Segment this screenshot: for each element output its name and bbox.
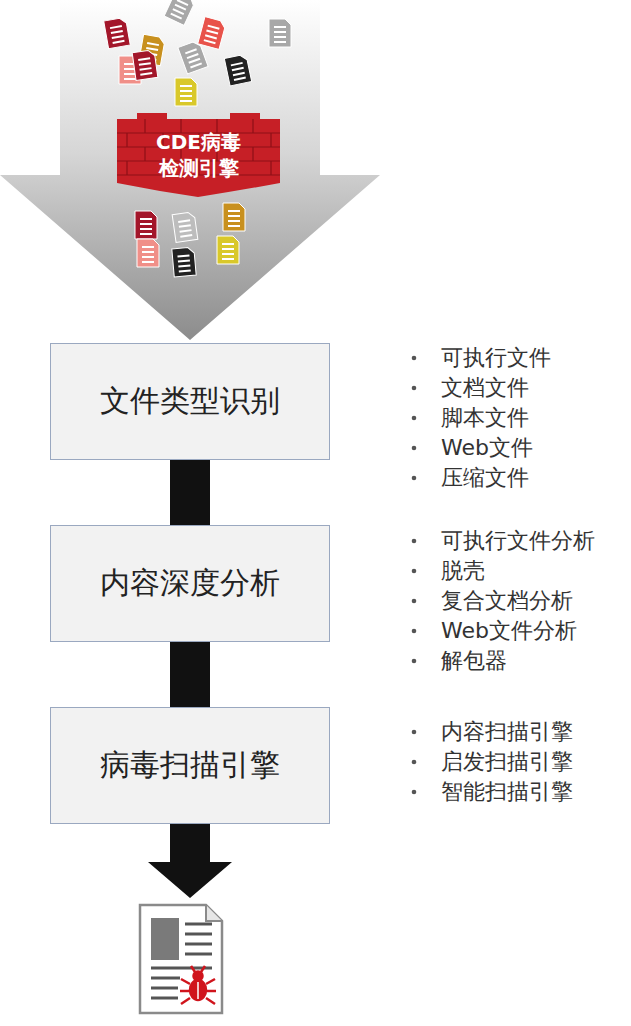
process-label: 病毒扫描引擎 (100, 745, 280, 786)
down-arrow (148, 823, 232, 898)
file-icons (104, 0, 291, 277)
bullet-dot (412, 760, 417, 765)
list-item: 压缩文件 (441, 465, 529, 491)
process-box: 内容深度分析 (50, 525, 330, 642)
file-icon (217, 236, 239, 264)
list-item: 脱壳 (441, 558, 485, 584)
list-item: Web文件 (441, 435, 533, 461)
brick-wall (117, 113, 280, 197)
bullet-dot (412, 659, 417, 664)
bullet-dot (412, 356, 417, 361)
list-item: 解包器 (441, 648, 507, 674)
list-item: 内容扫描引擎 (441, 719, 573, 745)
list-item: 复合文档分析 (441, 588, 573, 614)
infected-file-icon (140, 905, 222, 1013)
flow-bar (170, 642, 210, 707)
file-icon (164, 0, 196, 25)
list-item: 启发扫描引擎 (441, 749, 573, 775)
process-label: 内容深度分析 (100, 563, 280, 604)
file-icon (198, 17, 226, 50)
flow-bar (170, 460, 210, 525)
bullet-dot (412, 790, 417, 795)
bullet-dot (412, 386, 417, 391)
list-item: 智能扫描引擎 (441, 779, 573, 805)
bullet-dot (412, 416, 417, 421)
file-icon (175, 78, 197, 106)
process-label: 文件类型识别 (100, 381, 280, 422)
bullet-dot (412, 730, 417, 735)
file-icon (178, 40, 208, 74)
file-icon (135, 211, 157, 239)
file-icon (104, 17, 131, 48)
engine-title: CDE病毒 检测引擎 (153, 129, 245, 181)
list-item: 脚本文件 (441, 405, 529, 431)
bullet-dot (412, 476, 417, 481)
bullet-dot (412, 569, 417, 574)
bullet-dot (412, 599, 417, 604)
file-icon (137, 239, 159, 267)
process-box: 文件类型识别 (50, 343, 330, 460)
file-icon (224, 54, 251, 86)
process-box: 病毒扫描引擎 (50, 707, 330, 824)
file-icon (223, 203, 245, 231)
file-icon (132, 50, 158, 81)
list-item: Web文件分析 (441, 618, 577, 644)
file-icon (172, 212, 198, 243)
list-item: 可执行文件 (441, 345, 551, 371)
file-icon (172, 247, 196, 277)
file-icon (269, 19, 291, 47)
bullet-dot (412, 539, 417, 544)
bullet-dot (412, 629, 417, 634)
funnel-arrow (0, 0, 380, 340)
bullet-dot (412, 446, 417, 451)
list-item: 文档文件 (441, 375, 529, 401)
list-item: 可执行文件分析 (441, 528, 595, 554)
engine-wall: CDE病毒 检测引擎 (117, 113, 280, 197)
